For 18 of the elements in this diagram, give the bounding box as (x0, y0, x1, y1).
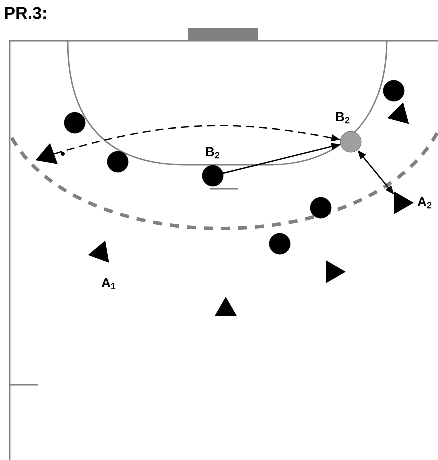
player-triangle (36, 143, 58, 164)
player-triangle (326, 260, 346, 284)
player-triangle (387, 102, 410, 124)
player-label: B$_{2}$ (206, 147, 220, 159)
player-triangle (394, 192, 414, 214)
player-circle (340, 131, 362, 153)
player-label: A$_{1}$ (102, 278, 116, 290)
player-circle (383, 80, 405, 102)
player-circle (64, 112, 86, 134)
player-circle (202, 165, 224, 187)
player-circle (310, 197, 332, 219)
player-circle (269, 233, 291, 255)
player-triangle (214, 297, 238, 316)
title: PR.3: (5, 7, 46, 20)
player-triangle (88, 240, 110, 263)
player-circle (107, 151, 129, 173)
player-label: A$_{2}$ (418, 197, 432, 209)
player-label: B$_{2}$ (336, 112, 350, 124)
